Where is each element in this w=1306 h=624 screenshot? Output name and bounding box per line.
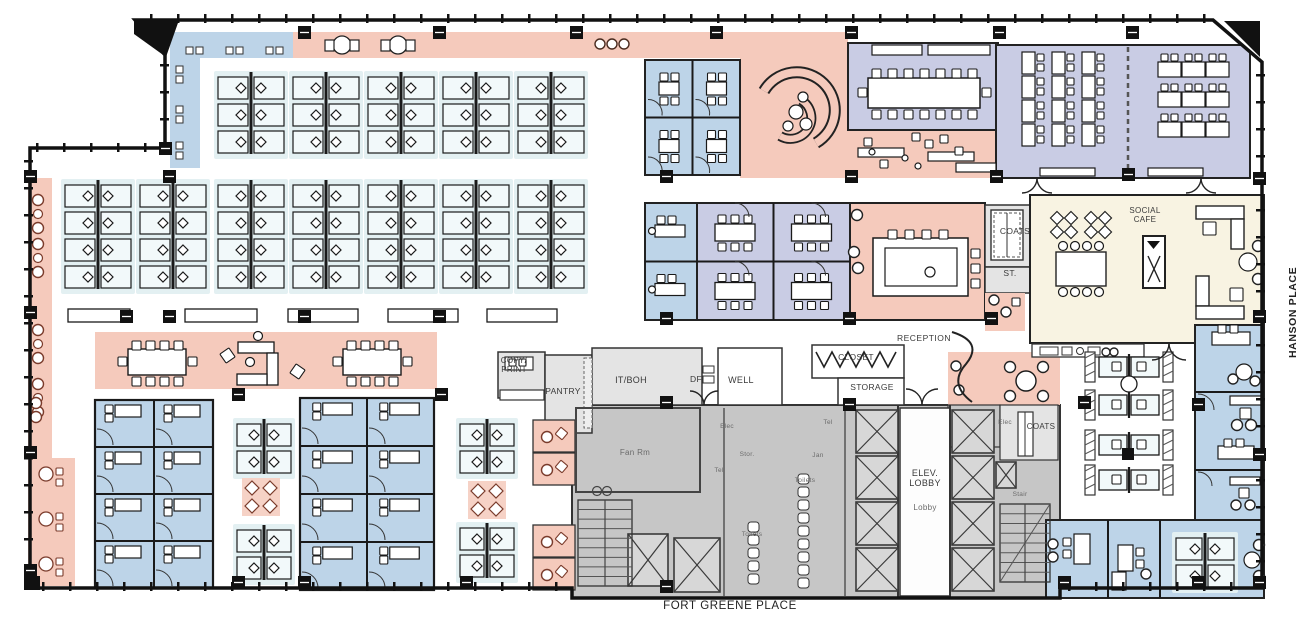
zone-phone-room-3 [532, 524, 576, 558]
zone-st-closet [984, 266, 1031, 294]
st-nook-chairs [988, 294, 1021, 318]
social-cafe-furniture [1031, 205, 1265, 358]
lockers [175, 46, 284, 160]
desk-cluster [439, 71, 513, 159]
room-label-elev-lobby: ELEV. LOBBY [909, 468, 941, 489]
room-label-closet: CLOSET [838, 352, 874, 362]
zone-phone-room-1 [532, 419, 576, 453]
zone-collab-band-pink [293, 32, 740, 58]
elevator [855, 409, 899, 454]
room-label-tel-a: Tel [714, 467, 724, 474]
elevator [995, 461, 1017, 489]
room-label-elec-b: Elec [998, 419, 1012, 426]
room-label-df: DF [690, 374, 702, 384]
room-label-coats-a: COATS [999, 226, 1031, 236]
desk-cluster [1172, 532, 1238, 593]
side-tables [67, 308, 558, 323]
room-label-st: ST. [1003, 268, 1017, 278]
elevator [855, 455, 899, 500]
zone-phone-room-4 [532, 557, 576, 591]
scatter-tables [857, 132, 997, 173]
zone-lockers-strip-blue [170, 58, 200, 168]
room-label-well: WELL [728, 375, 754, 385]
reception-seating [950, 331, 1050, 403]
desk-cluster [233, 524, 295, 585]
desk-cluster [364, 179, 438, 294]
room-label-fan-rm: Fan Rm [619, 448, 651, 457]
elevator [951, 455, 995, 500]
double-doors [689, 177, 1217, 406]
huddle-chairs [242, 478, 506, 519]
boardroom [847, 208, 981, 297]
desk-cluster [61, 179, 135, 294]
elevator [855, 501, 899, 546]
room-label-tel-b: Tel [823, 419, 833, 426]
room-label-it-boh: IT/BOH [615, 375, 647, 385]
desk-cluster [514, 71, 588, 159]
desk-cluster [439, 179, 513, 294]
desk-cluster [514, 179, 588, 294]
elevator [855, 547, 899, 592]
core-rooms [499, 209, 1034, 598]
training-room [1021, 47, 1230, 178]
elevator [951, 547, 995, 592]
standing-tables [324, 35, 630, 55]
room-label-jan: Jan [812, 452, 824, 459]
room-label-pantry: PANTRY [545, 386, 581, 396]
desk-cluster [456, 522, 518, 583]
curved-lounge [758, 66, 841, 149]
stair-core [577, 499, 633, 587]
meeting-offices-top [645, 60, 740, 175]
desk-cluster [233, 418, 295, 479]
collab-band-furniture [117, 330, 413, 387]
room-label-coats-b: COATS [1026, 422, 1056, 431]
offices-mid [645, 215, 697, 297]
room-label-storage: STORAGE [850, 382, 894, 392]
room-label-toilets-b: Toilets [741, 531, 763, 538]
desk-cluster [136, 179, 210, 294]
zone-well [717, 347, 783, 406]
structural-columns [24, 26, 1266, 593]
toilet-stalls [747, 473, 810, 589]
elevator [951, 409, 995, 454]
room-label-reception: RECEPTION [896, 333, 952, 343]
street-label-hanson-place: HANSON PLACE [1287, 266, 1299, 358]
elevator [627, 533, 669, 587]
elevator [673, 537, 721, 593]
conference-room [857, 44, 992, 120]
desk-cluster [289, 179, 363, 294]
elevator [951, 501, 995, 546]
zone-it-boh [591, 347, 703, 406]
desk-cluster [289, 71, 363, 159]
desk-cluster [214, 71, 288, 159]
street-label-fort-greene-place: FORT GREENE PLACE [663, 600, 797, 612]
desk-cluster [364, 71, 438, 159]
room-label-social-cafe: SOCIAL CAFE [1129, 206, 1161, 224]
lounge-seating [29, 193, 64, 577]
office-cluster [298, 396, 436, 592]
room-label-copy-print: COPY/ PRINT [500, 356, 528, 374]
zone-elev-lobby-white [899, 407, 951, 597]
office-cluster [93, 398, 215, 590]
room-label-lobby: Lobby [913, 503, 937, 512]
desk-cluster [214, 179, 288, 294]
room-label-stair: Stair [1012, 491, 1028, 498]
meeting-rooms [697, 202, 850, 320]
desk-cluster [456, 418, 518, 479]
room-label-toilets-a: Toilets [794, 477, 816, 484]
phone-room-chairs [540, 427, 568, 582]
focus-booths [1084, 351, 1174, 496]
room-label-stor: Stor. [739, 451, 755, 458]
stair-right [999, 503, 1051, 583]
room-label-elec-a: Elec [720, 423, 734, 430]
zone-phone-room-2 [532, 452, 576, 486]
